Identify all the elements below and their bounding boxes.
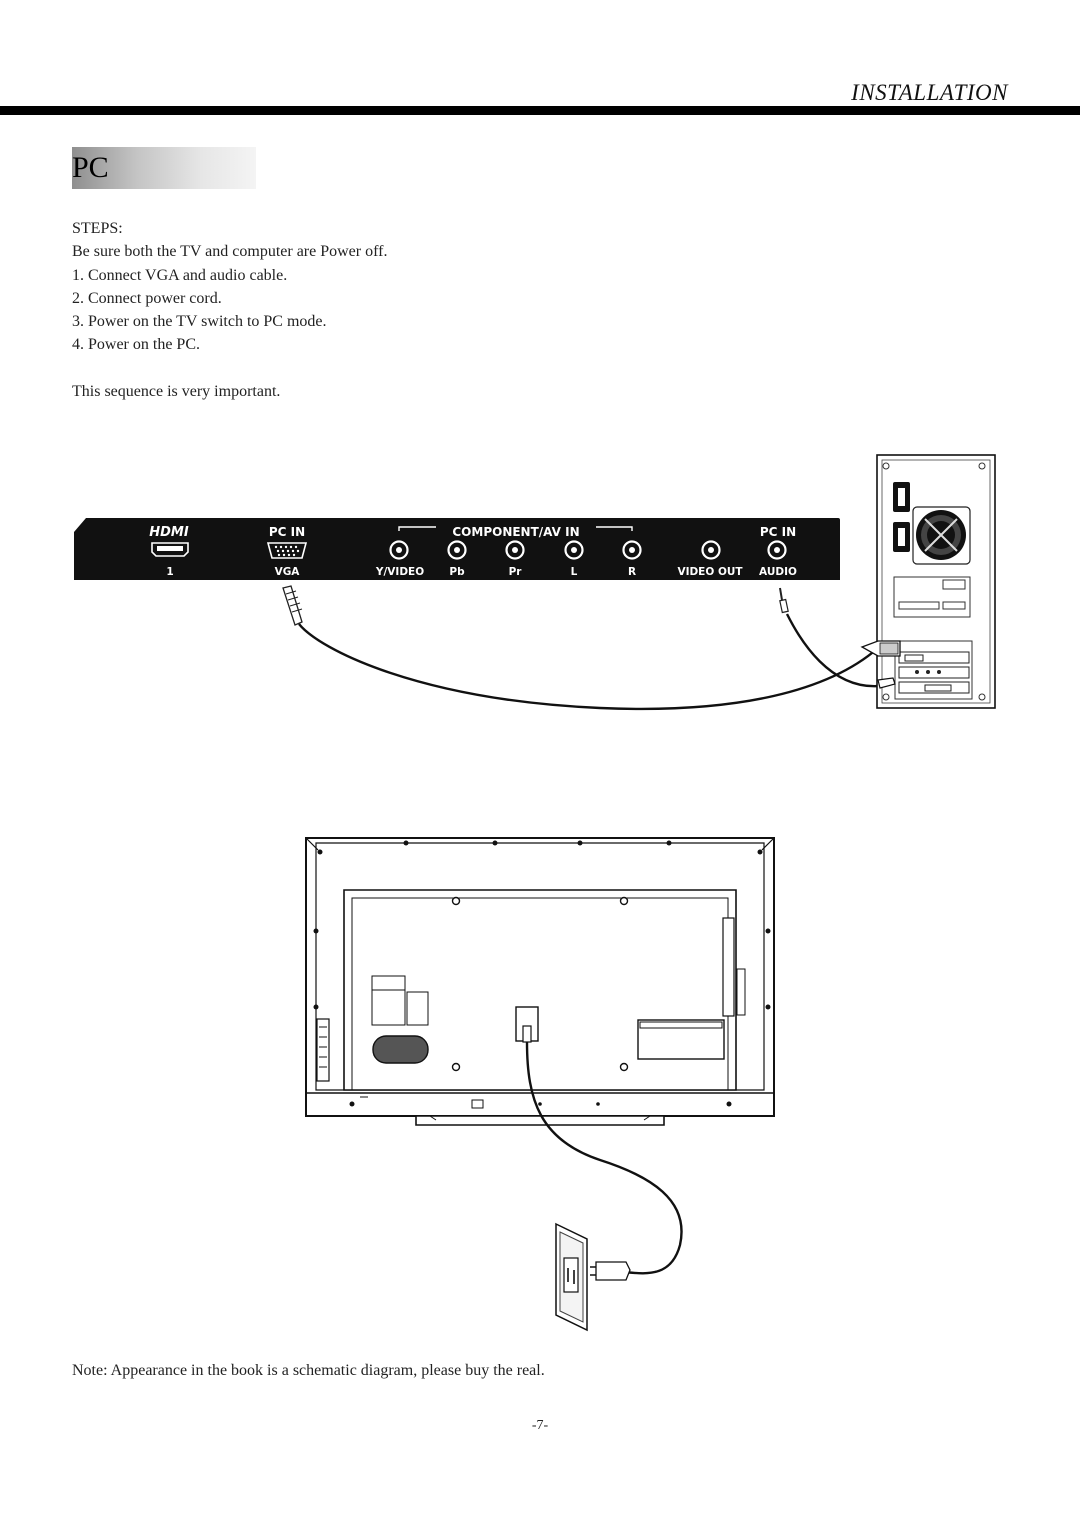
pc-tower-rear bbox=[860, 454, 996, 709]
step-item: 3. Power on the TV switch to PC mode. bbox=[72, 313, 327, 331]
rca-jack-l bbox=[564, 540, 584, 560]
hdmi-logo: HDMI bbox=[149, 525, 189, 540]
pc-in-audio-label: PC IN bbox=[760, 525, 796, 539]
section-tab-background bbox=[72, 147, 256, 189]
fan-grille bbox=[912, 506, 971, 565]
note-text: Note: Appearance in the book is a schema… bbox=[72, 1362, 545, 1379]
rca-jack-video-out bbox=[701, 540, 721, 560]
vga-cable bbox=[282, 585, 879, 711]
component-av-in-label: COMPONENT/AV IN bbox=[452, 525, 579, 539]
tv-connector-panel: HDMI PC IN COMPONENT/AV IN PC IN bbox=[74, 518, 840, 580]
label-hdmi-1: 1 bbox=[166, 566, 173, 578]
wall-outlet bbox=[555, 1222, 588, 1332]
label-yvideo: Y/VIDEO bbox=[375, 566, 424, 578]
label-r: R bbox=[628, 566, 636, 578]
step-item: 2. Connect power cord. bbox=[72, 289, 222, 307]
rca-jack-pb bbox=[447, 540, 467, 560]
audio-cable bbox=[779, 587, 881, 688]
vga-port bbox=[266, 542, 308, 559]
audio-jack bbox=[767, 540, 787, 560]
rca-jack-pr bbox=[505, 540, 525, 560]
label-vga: VGA bbox=[275, 566, 301, 578]
steps-intro: Be sure both the TV and computer are Pow… bbox=[72, 243, 388, 261]
label-audio: AUDIO bbox=[759, 566, 797, 578]
label-video-out: VIDEO OUT bbox=[677, 566, 743, 578]
tv-rear-view bbox=[305, 837, 775, 1126]
page-number: -7- bbox=[531, 1418, 549, 1433]
label-pr: Pr bbox=[509, 566, 523, 578]
steps-closing: This sequence is very important. bbox=[72, 383, 281, 401]
steps-heading: STEPS: bbox=[72, 220, 123, 237]
section-title: PC bbox=[72, 151, 109, 184]
page-header-title: INSTALLATION bbox=[851, 80, 1008, 105]
steps-block: STEPS: Be sure both the TV and computer … bbox=[72, 217, 387, 403]
label-l: L bbox=[571, 566, 578, 578]
label-pb: Pb bbox=[449, 566, 465, 578]
connection-diagram: HDMI PC IN COMPONENT/AV IN PC IN bbox=[74, 454, 996, 1332]
hdmi-port bbox=[151, 542, 189, 557]
step-item: 1. Connect VGA and audio cable. bbox=[72, 266, 288, 284]
step-item: 4. Power on the PC. bbox=[72, 336, 200, 354]
header-rule bbox=[0, 106, 1080, 115]
pc-in-label: PC IN bbox=[269, 525, 305, 539]
power-cord bbox=[525, 1041, 683, 1281]
rca-jack-r bbox=[622, 540, 642, 560]
rca-jack-yvideo bbox=[389, 540, 409, 560]
